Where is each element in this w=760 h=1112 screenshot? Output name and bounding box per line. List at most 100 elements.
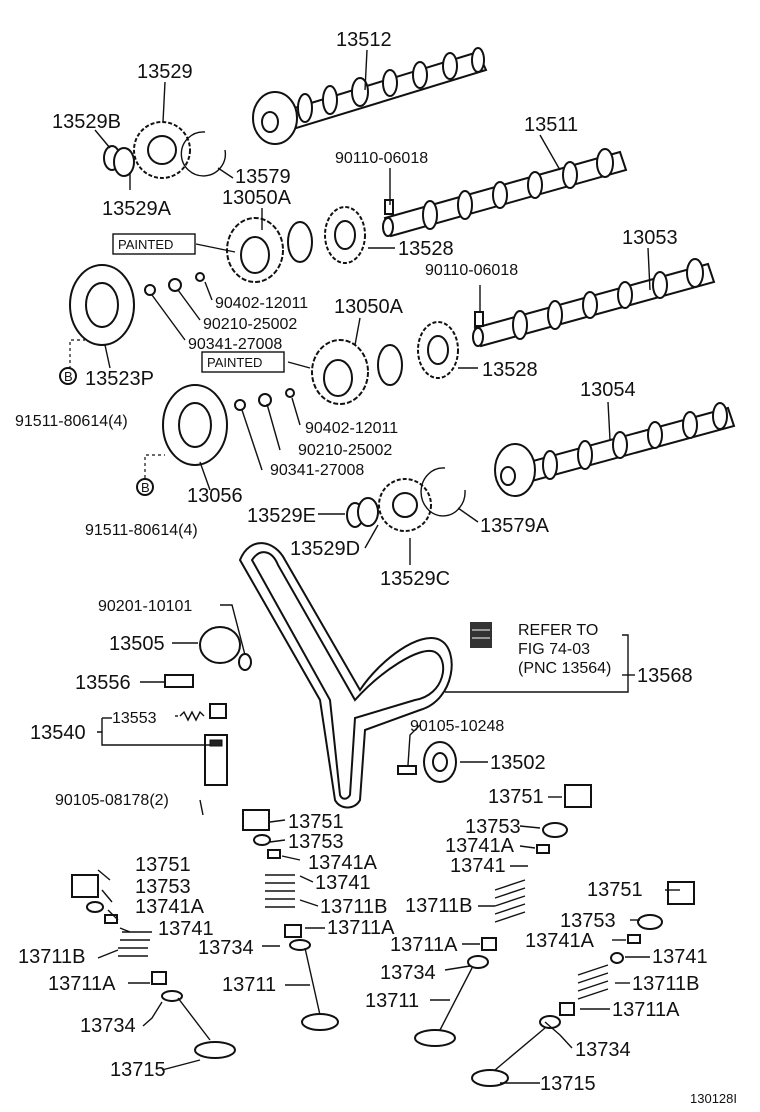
label-13556: 13556 bbox=[75, 672, 131, 694]
pusher-13540 bbox=[204, 734, 228, 786]
label-13528-a: 13528 bbox=[398, 238, 454, 260]
label-13540: 13540 bbox=[30, 722, 86, 744]
valve-group-left bbox=[71, 874, 236, 1059]
label-13734-d: 13734 bbox=[575, 1039, 631, 1061]
bolts bbox=[144, 199, 484, 411]
label-13741-d: 13741 bbox=[652, 946, 708, 968]
label-13751-d: 13751 bbox=[587, 879, 643, 901]
label-13711-b: 13711 bbox=[365, 990, 419, 1012]
vvt-13050A-upper bbox=[226, 217, 313, 283]
vvt-13050A-lower bbox=[311, 339, 403, 405]
label-13529B: 13529B bbox=[52, 111, 121, 133]
label-13734-b: 13734 bbox=[380, 962, 436, 984]
label-13751-b: 13751 bbox=[488, 786, 544, 808]
bolt-13556 bbox=[164, 674, 194, 688]
label-90210-25002-a: 90210-25002 bbox=[203, 316, 297, 333]
label-13568: 13568 bbox=[637, 665, 693, 687]
gear-13529C bbox=[378, 478, 432, 532]
snap-ring-13579A bbox=[420, 467, 466, 517]
painted-1: PAINTED bbox=[118, 237, 173, 252]
label-13715-b: 13715 bbox=[540, 1073, 596, 1095]
label-13711A-a: 13711A bbox=[327, 917, 395, 939]
label-13741A-d: 13741A bbox=[525, 930, 595, 952]
label-13741-b: 13741 bbox=[450, 855, 506, 877]
pulley-13056 bbox=[162, 384, 228, 466]
label-13502: 13502 bbox=[490, 752, 546, 774]
label-13711B-a: 13711B bbox=[320, 896, 387, 918]
label-13741A-c: 13741A bbox=[135, 896, 205, 918]
label-13512: 13512 bbox=[336, 29, 392, 51]
label-13529D: 13529D bbox=[290, 538, 360, 560]
camshaft-13054 bbox=[494, 402, 736, 497]
refer-line-1: REFER TO bbox=[518, 622, 598, 639]
label-13529A: 13529A bbox=[102, 198, 172, 220]
refer-line-3: (PNC 13564) bbox=[518, 660, 611, 677]
label-13553: 13553 bbox=[112, 710, 157, 727]
label-13711B-c: 13711B bbox=[18, 946, 85, 968]
label-13753-a: 13753 bbox=[288, 831, 344, 853]
label-13511: 13511 bbox=[524, 114, 578, 136]
painted-box-1 bbox=[112, 233, 196, 255]
camshaft-13511 bbox=[382, 148, 628, 238]
label-90201-10101: 90201-10101 bbox=[98, 598, 192, 615]
label-13529: 13529 bbox=[137, 61, 193, 83]
ring-13529E bbox=[346, 497, 379, 528]
gear-13528-upper bbox=[324, 206, 366, 264]
spring-13553 bbox=[179, 703, 227, 722]
valve-group-right-center bbox=[414, 784, 592, 1047]
refer-line-2: FIG 74-03 bbox=[518, 641, 590, 658]
b-marker-2 bbox=[136, 478, 154, 496]
label-13579: 13579 bbox=[235, 166, 291, 188]
label-13751-a: 13751 bbox=[288, 811, 344, 833]
label-13050A-a: 13050A bbox=[222, 187, 292, 209]
b-marker-1-text: B bbox=[64, 369, 73, 384]
label-90105-08178: 90105-08178(2) bbox=[55, 792, 169, 809]
snap-ring-13579 bbox=[180, 131, 227, 177]
label-13529C: 13529C bbox=[380, 568, 450, 590]
valve-group-right bbox=[471, 881, 695, 1087]
gear-13529 bbox=[133, 121, 191, 179]
valve-group-center bbox=[242, 809, 339, 1031]
b-marker-2-text: B bbox=[141, 480, 150, 495]
label-13711A-b: 13711A bbox=[390, 934, 458, 956]
gear-13528-lower bbox=[417, 321, 459, 379]
label-13579A: 13579A bbox=[480, 515, 550, 537]
label-13054: 13054 bbox=[580, 379, 636, 401]
label-13734-c: 13734 bbox=[80, 1015, 136, 1037]
timing-belt-13568 bbox=[238, 542, 453, 809]
painted-box-2 bbox=[201, 351, 285, 373]
label-91511-80614-a: 91511-80614(4) bbox=[15, 413, 128, 430]
label-90402-12011-b: 90402-12011 bbox=[305, 420, 398, 437]
label-13711B-b: 13711B bbox=[405, 895, 472, 917]
label-13528-b: 13528 bbox=[482, 359, 538, 381]
tensioner-13505 bbox=[199, 626, 252, 671]
label-13056: 13056 bbox=[187, 485, 243, 507]
label-13741-a: 13741 bbox=[315, 872, 371, 894]
label-13741-c: 13741 bbox=[158, 918, 214, 940]
camshaft-13053 bbox=[472, 258, 716, 348]
label-13741A-b: 13741A bbox=[445, 835, 515, 857]
label-90341-27008-a: 90341-27008 bbox=[188, 336, 282, 353]
b-marker-1 bbox=[59, 367, 77, 385]
label-90105-10248: 90105-10248 bbox=[410, 718, 504, 735]
pulley-13523P bbox=[69, 264, 135, 346]
refer-belt-icon bbox=[470, 622, 492, 648]
label-13711-a: 13711 bbox=[222, 974, 276, 996]
label-90341-27008-b: 90341-27008 bbox=[270, 462, 364, 479]
leader-lines bbox=[69, 49, 680, 1084]
label-13523P: 13523P bbox=[85, 368, 154, 390]
label-91511-80614-b: 91511-80614(4) bbox=[85, 522, 198, 539]
label-13734-a: 13734 bbox=[198, 937, 254, 959]
label-13050A-b: 13050A bbox=[334, 296, 404, 318]
label-13741A-a: 13741A bbox=[308, 852, 378, 874]
label-90110-06018-a: 90110-06018 bbox=[335, 150, 428, 167]
painted-2: PAINTED bbox=[207, 355, 262, 370]
label-13711A-d: 13711A bbox=[612, 999, 680, 1021]
ring-13529B bbox=[103, 145, 135, 177]
label-13711B-d: 13711B bbox=[632, 973, 699, 995]
label-13529E: 13529E bbox=[247, 505, 316, 527]
label-90210-25002-b: 90210-25002 bbox=[298, 442, 392, 459]
label-13753-b: 13753 bbox=[465, 816, 521, 838]
label-13751-c: 13751 bbox=[135, 854, 191, 876]
